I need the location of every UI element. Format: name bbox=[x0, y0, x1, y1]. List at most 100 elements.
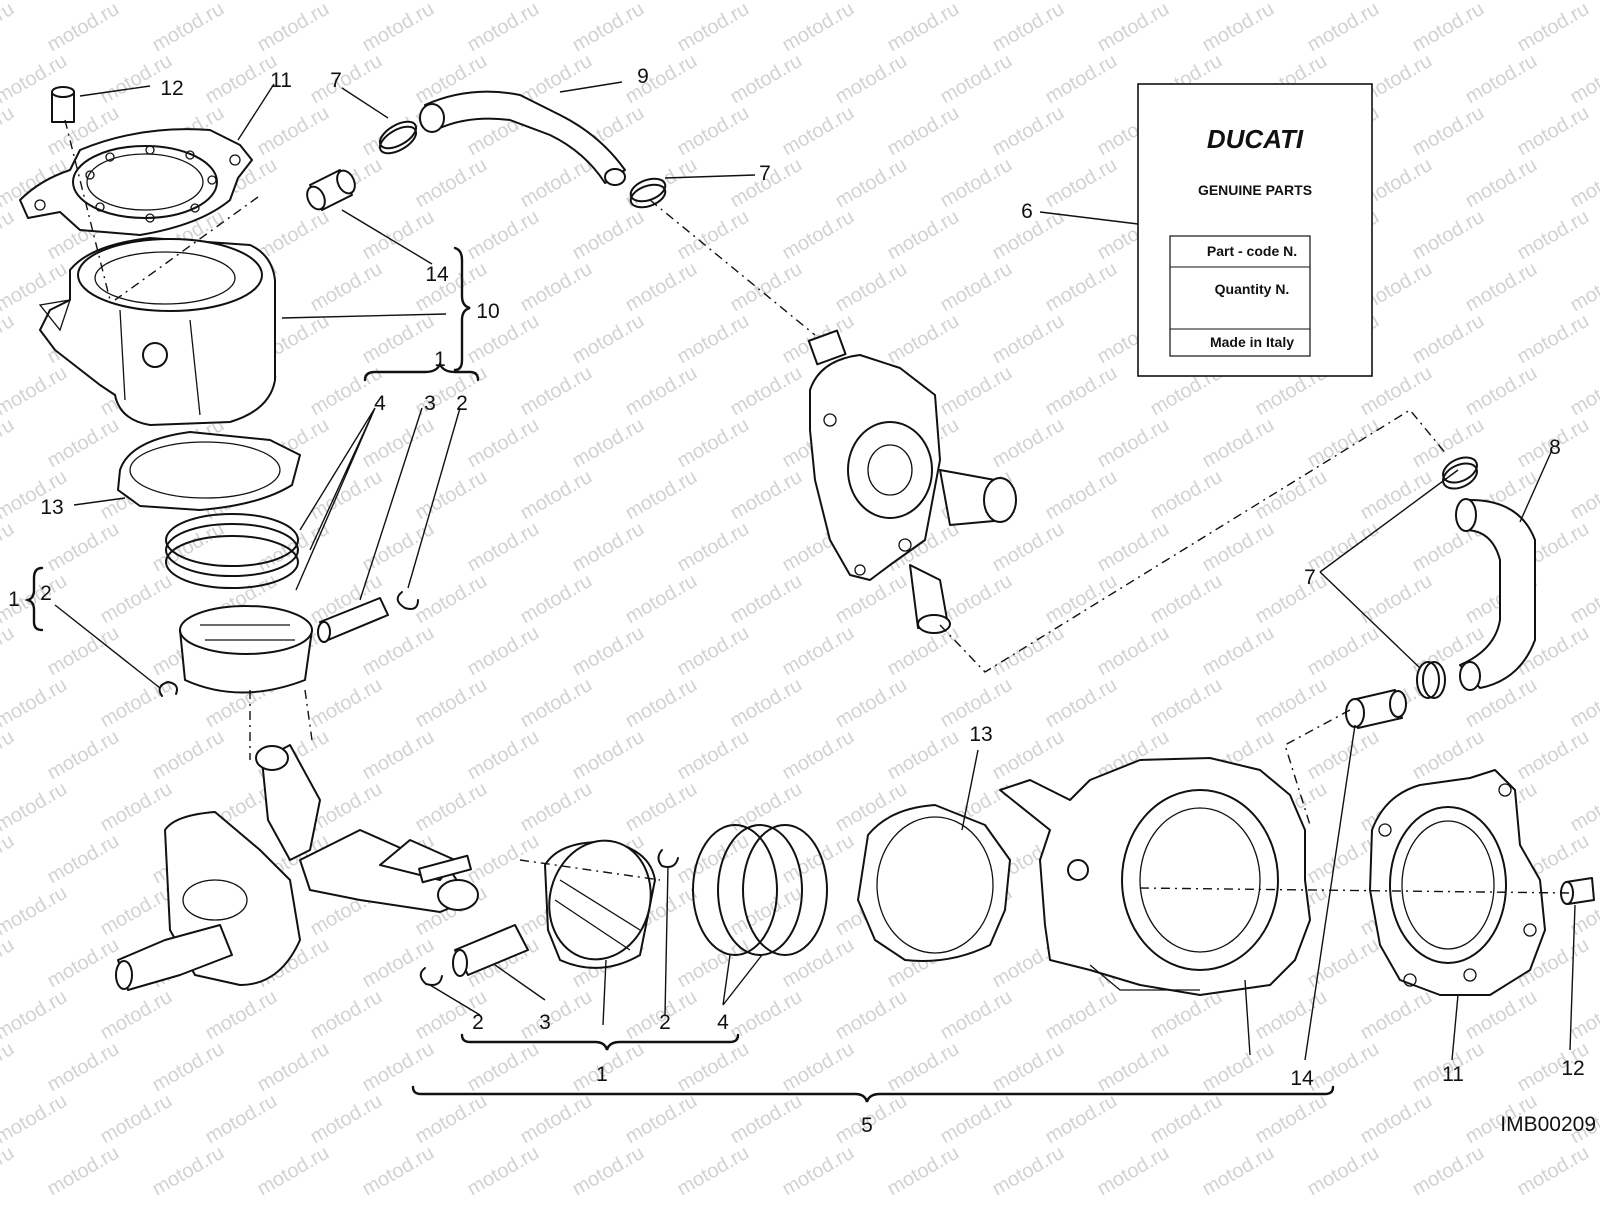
watermark-text: motod.ru bbox=[727, 466, 806, 525]
watermark-text: motod.ru bbox=[464, 830, 543, 889]
watermark-text: motod.ru bbox=[1304, 934, 1383, 993]
watermark-text: motod.ru bbox=[1199, 1142, 1278, 1200]
watermark-text: motod.ru bbox=[0, 518, 18, 577]
watermark-text: motod.ru bbox=[202, 1090, 281, 1149]
watermark-text: motod.ru bbox=[832, 674, 911, 733]
watermark-text: motod.ru bbox=[1199, 518, 1278, 577]
genuine-parts-label: DUCATI GENUINE PARTS Part - code N. Quan… bbox=[1138, 84, 1372, 376]
watermark-text: motod.ru bbox=[202, 986, 281, 1045]
watermark-text: motod.ru bbox=[1042, 362, 1121, 421]
watermark-text: motod.ru bbox=[1199, 1038, 1278, 1097]
callout-10: 10 bbox=[476, 300, 499, 323]
watermark-text: motod.ru bbox=[779, 622, 858, 681]
circlip-bottom-left bbox=[421, 968, 442, 985]
watermark-text: motod.ru bbox=[359, 310, 438, 369]
watermark-text: motod.ru bbox=[1304, 1142, 1383, 1200]
callout-6: 6 bbox=[1021, 200, 1033, 223]
watermark-text: motod.ru bbox=[1042, 570, 1121, 629]
watermark-text: motod.ru bbox=[359, 414, 438, 473]
watermark-text: motod.ru bbox=[0, 102, 18, 161]
callout-11: 11 bbox=[1442, 1063, 1464, 1086]
watermark-text: motod.ru bbox=[569, 206, 648, 265]
watermark-text: motod.ru bbox=[44, 726, 123, 785]
callout-5: 5 bbox=[861, 1114, 873, 1137]
watermark-text: motod.ru bbox=[1147, 986, 1226, 1045]
circlip-bottom-right bbox=[659, 850, 679, 867]
watermark-text: motod.ru bbox=[779, 1142, 858, 1200]
watermark-text: motod.ru bbox=[44, 1038, 123, 1097]
watermark-text: motod.ru bbox=[44, 518, 123, 577]
watermark-text: motod.ru bbox=[1409, 102, 1488, 161]
watermark-text: motod.ru bbox=[779, 934, 858, 993]
watermark-text: motod.ru bbox=[622, 362, 701, 421]
watermark-text: motod.ru bbox=[937, 1090, 1016, 1149]
watermark-text: motod.ru bbox=[0, 986, 71, 1045]
watermark-text: motod.ru bbox=[1094, 1142, 1173, 1200]
watermark-text: motod.ru bbox=[1409, 206, 1488, 265]
watermark-text: motod.ru bbox=[307, 1090, 386, 1149]
watermark-text: motod.ru bbox=[97, 778, 176, 837]
watermark-text: motod.ru bbox=[359, 0, 438, 56]
watermark-text: motod.ru bbox=[44, 934, 123, 993]
watermark-text: motod.ru bbox=[779, 102, 858, 161]
watermark-text: motod.ru bbox=[727, 674, 806, 733]
hose-clamp-middle bbox=[628, 174, 669, 211]
watermark-text: motod.ru bbox=[674, 518, 753, 577]
watermark-text: motod.ru bbox=[97, 882, 176, 941]
cylinder-top bbox=[40, 238, 275, 425]
callout-1: 1 bbox=[596, 1063, 608, 1086]
watermark-text: motod.ru bbox=[727, 882, 806, 941]
watermark-text: motod.ru bbox=[937, 986, 1016, 1045]
hose-clamp-right-upper bbox=[1439, 452, 1481, 493]
watermark-text: motod.ru bbox=[832, 50, 911, 109]
watermark-text: motod.ru bbox=[779, 726, 858, 785]
watermark-text: motod.ru bbox=[1409, 1142, 1488, 1200]
watermark-text: motod.ru bbox=[674, 830, 753, 889]
watermark-text: motod.ru bbox=[0, 206, 18, 265]
watermark-text: motod.ru bbox=[884, 0, 963, 56]
watermark-text: motod.ru bbox=[1304, 726, 1383, 785]
watermark-text: motod.ru bbox=[1147, 570, 1226, 629]
watermark-text: motod.ru bbox=[1567, 674, 1600, 733]
watermark-text: motod.ru bbox=[254, 1142, 333, 1200]
watermark-text: motod.ru bbox=[937, 258, 1016, 317]
watermark-text: motod.ru bbox=[727, 778, 806, 837]
watermark-text: motod.ru bbox=[1147, 1090, 1226, 1149]
watermark-text: motod.ru bbox=[1147, 466, 1226, 525]
watermark-text: motod.ru bbox=[674, 1038, 753, 1097]
figure-code: IMB00209 bbox=[1500, 1113, 1596, 1136]
watermark-text: motod.ru bbox=[464, 0, 543, 56]
watermark-text: motod.ru bbox=[359, 726, 438, 785]
watermark-text: motod.ru bbox=[307, 50, 386, 109]
watermark-text: motod.ru bbox=[517, 362, 596, 421]
watermark-text: motod.ru bbox=[517, 986, 596, 1045]
watermark-text: motod.ru bbox=[1567, 154, 1600, 213]
watermark-text: motod.ru bbox=[0, 1090, 71, 1149]
watermark-text: motod.ru bbox=[1042, 154, 1121, 213]
piston-top bbox=[180, 606, 312, 693]
watermark-text: motod.ru bbox=[412, 466, 491, 525]
watermark-text: motod.ru bbox=[44, 830, 123, 889]
watermark-text: motod.ru bbox=[1252, 1090, 1331, 1149]
watermark-text: motod.ru bbox=[674, 622, 753, 681]
watermark-text: motod.ru bbox=[412, 570, 491, 629]
watermark-text: motod.ru bbox=[1199, 622, 1278, 681]
watermark-text: motod.ru bbox=[464, 518, 543, 577]
callout-2: 2 bbox=[456, 392, 468, 415]
watermark-text: motod.ru bbox=[779, 206, 858, 265]
watermark-text: motod.ru bbox=[622, 1090, 701, 1149]
watermark-text: motod.ru bbox=[1409, 0, 1488, 56]
watermark-text: motod.ru bbox=[1199, 0, 1278, 56]
watermark-text: motod.ru bbox=[307, 674, 386, 733]
watermark-text: motod.ru bbox=[884, 206, 963, 265]
watermark-text: motod.ru bbox=[727, 570, 806, 629]
watermark-text: motod.ru bbox=[832, 154, 911, 213]
callout-11: 11 bbox=[270, 69, 292, 92]
watermark-text: motod.ru bbox=[727, 258, 806, 317]
watermark-text: motod.ru bbox=[989, 622, 1068, 681]
watermark-text: motod.ru bbox=[779, 1038, 858, 1097]
dowel-pin-top bbox=[52, 87, 74, 122]
watermark-text: motod.ru bbox=[674, 1142, 753, 1200]
watermark-text: motod.ru bbox=[884, 1038, 963, 1097]
watermark-text: motod.ru bbox=[622, 258, 701, 317]
